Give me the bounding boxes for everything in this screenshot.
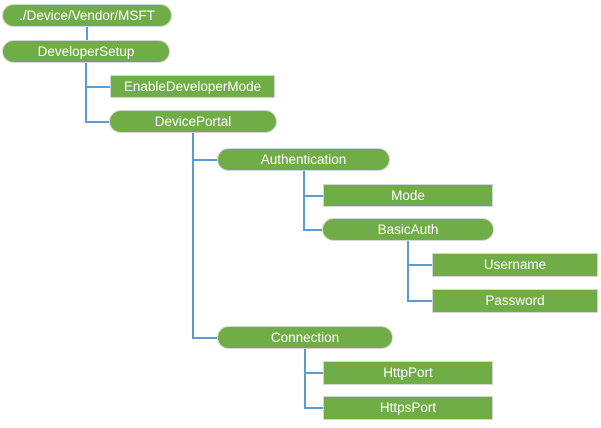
tree-node-https-port: HttpsPort: [323, 396, 493, 420]
connector-device-portal-authentication: [192, 159, 217, 161]
connector-root-developer-setup: [86, 27, 88, 40]
tree-node-root: ./Device/Vendor/MSFT: [2, 4, 172, 27]
tree-node-mode: Mode: [323, 184, 493, 207]
connector-trunk-basic-auth: [407, 241, 409, 302]
connector-developer-setup-device-portal: [85, 121, 109, 123]
connector-trunk-developer-setup: [85, 63, 87, 123]
connector-developer-setup-enable-developer-mode: [85, 86, 110, 88]
connector-basic-auth-password: [407, 300, 432, 302]
tree-node-http-port: HttpPort: [323, 361, 493, 385]
connector-connection-http-port: [304, 372, 323, 374]
tree-node-connection: Connection: [217, 326, 393, 349]
connector-authentication-basic-auth: [303, 229, 322, 231]
connector-trunk-authentication: [303, 171, 305, 231]
connector-trunk-device-portal: [192, 133, 194, 339]
tree-node-password: Password: [432, 289, 598, 313]
tree-node-enable-developer-mode: EnableDeveloperMode: [110, 75, 275, 98]
tree-node-username: Username: [432, 253, 598, 277]
connector-authentication-mode: [303, 195, 323, 197]
connector-device-portal-connection: [192, 337, 217, 339]
tree-node-device-portal: DevicePortal: [109, 110, 277, 133]
tree-node-basic-auth: BasicAuth: [322, 218, 494, 241]
tree-node-authentication: Authentication: [217, 148, 390, 171]
connector-basic-auth-username: [407, 264, 432, 266]
connector-connection-https-port: [304, 407, 323, 409]
tree-node-developer-setup: DeveloperSetup: [2, 40, 170, 63]
connector-trunk-connection: [304, 349, 306, 409]
